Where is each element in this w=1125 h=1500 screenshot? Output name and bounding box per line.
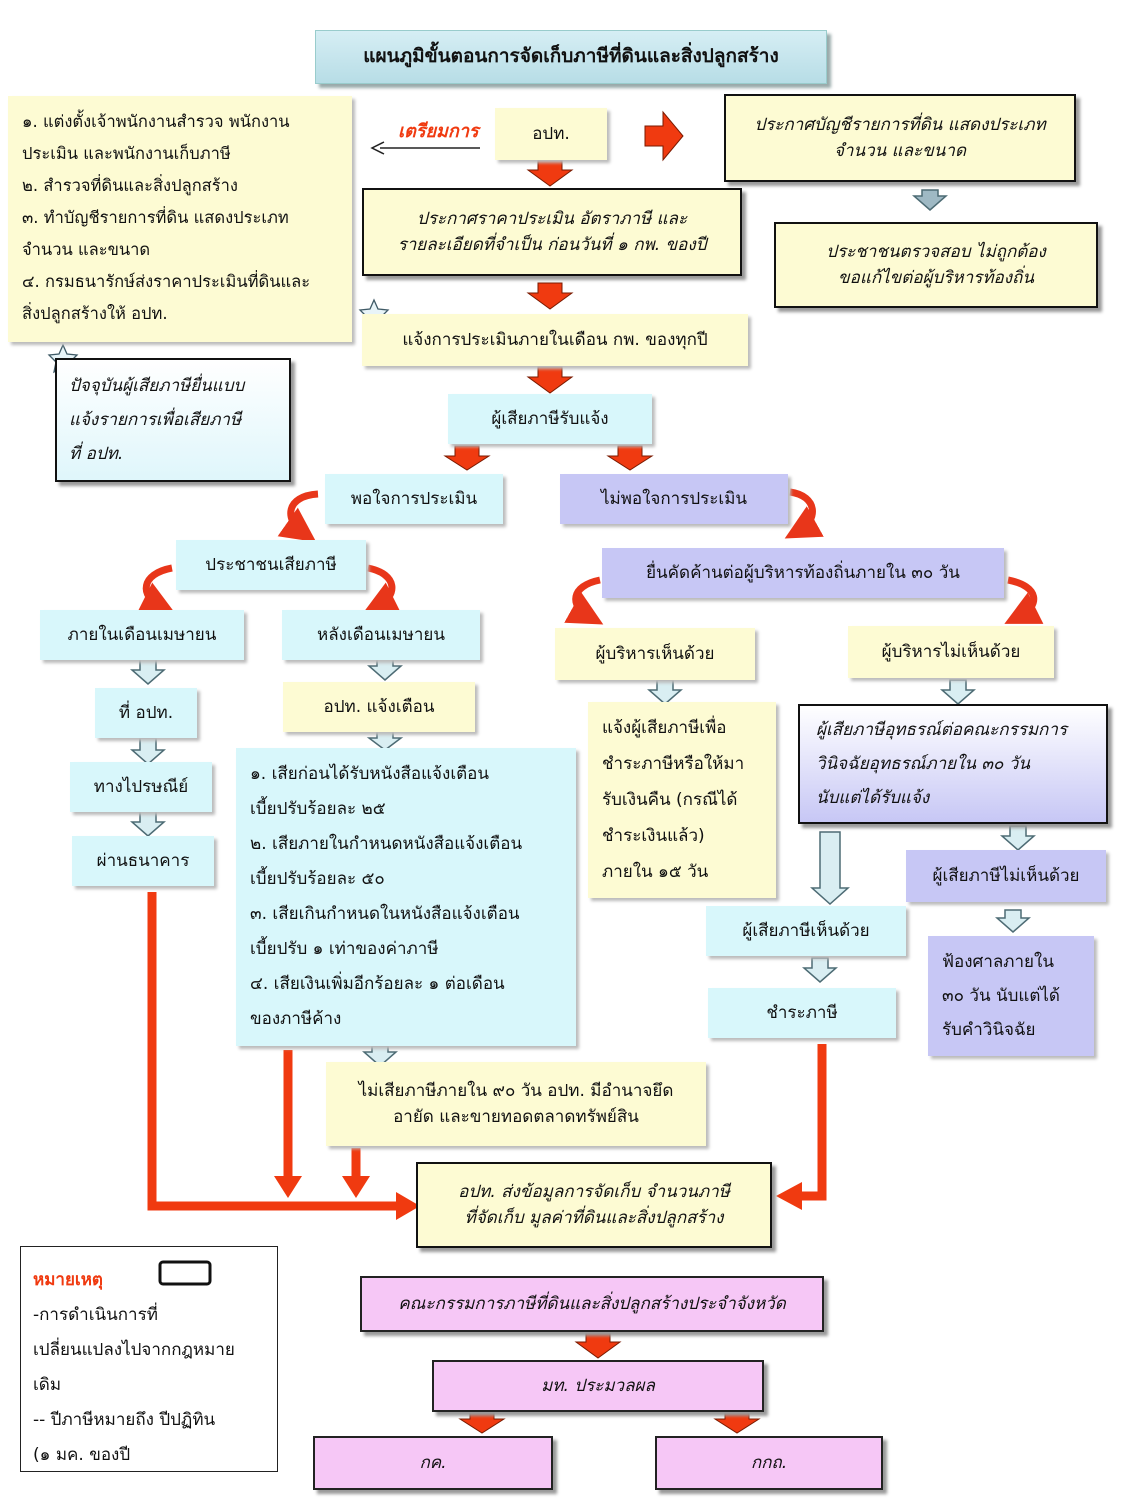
hollow-arrow (362, 1045, 398, 1067)
hollow-arrow (647, 679, 683, 705)
not-satisfied-box: ไม่พอใจการประเมิน (560, 474, 788, 524)
prep-item: ๑. แต่งตั้งเจ้าพนักงานสำรวจ พนักงาน (22, 112, 290, 131)
moi-box: มท. ประมวลผล (432, 1360, 764, 1412)
taxpayer-notified-box: ผู้เสียภาษีรับแจ้ง (448, 394, 652, 444)
down-arrows-red (443, 159, 761, 1434)
exec-agree-box: ผู้บริหารเห็นด้วย (555, 628, 755, 680)
opt-warn-box: อปท. แจ้งเตือน (283, 682, 475, 732)
post-box: ทางไปรษณีย์ (70, 762, 212, 812)
merge-line-bank (147, 892, 398, 1211)
curved-arrows (136, 488, 1044, 625)
within-april-box: ภายในเดือนเมษายน (40, 610, 244, 660)
curved-arrow (1004, 576, 1044, 624)
hollow-arrow (366, 729, 404, 751)
down-arrow (526, 282, 574, 310)
prep-item: จำนวน และขนาด (22, 240, 151, 259)
curved-arrow (362, 564, 402, 614)
down-arrows-hollow (130, 189, 1036, 1067)
down-arrow (606, 445, 654, 471)
remark-line: -การดำเนินการที่ (33, 1305, 158, 1325)
down-arrow (713, 1410, 761, 1434)
merge-line-pay (798, 1044, 827, 1201)
remark-box: หมายเหตุ -การดำเนินการที่ เปลี่ยนแปลงไปจ… (20, 1246, 278, 1472)
curved-arrow (784, 488, 824, 539)
exec-disagree-box: ผู้บริหารไม่เห็นด้วย (848, 626, 1054, 678)
pay-tax-box: ชำระภาษี (708, 988, 896, 1038)
tp-disagree-box: ผู้เสียภาษีไม่เห็นด้วย (906, 850, 1106, 902)
hollow-arrow (802, 957, 838, 983)
down-arrow (574, 1331, 622, 1359)
public-check-box: ประชาชนตรวจสอบ ไม่ถูกต้อง ขอแก้ไขต่อผู้บ… (774, 222, 1098, 308)
opt-top-box: อปท. (495, 108, 607, 160)
hollow-arrow (912, 189, 948, 211)
chart-title: แผนภูมิขั้นตอนการจัดเก็บภาษีที่ดินและสิ่… (315, 30, 827, 84)
merge-head (396, 1192, 420, 1220)
after-april-box: หลังเดือนเมษายน (282, 610, 480, 660)
refund-box: แจ้งผู้เสียภาษีเพื่อ ชำระภาษีหรือให้มา ร… (588, 702, 776, 898)
object-box: ยื่นคัดค้านต่อผู้บริหารท้องถิ่นภายใน ๓๐ … (602, 548, 1004, 598)
merge-head (776, 1182, 802, 1210)
committee-box: คณะกรรมการภาษีที่ดินและสิ่งปลูกสร้างประจ… (360, 1276, 824, 1332)
prep-item: สิ่งปลูกสร้างให้ อปท. (22, 304, 168, 323)
down-arrow (526, 159, 574, 187)
curved-arrow (277, 490, 319, 543)
penalty-list: ๑. เสียก่อนได้รับหนังสือแจ้งเตือน เบี้ยป… (236, 748, 576, 1046)
bank-box: ผ่านธนาคาร (72, 836, 214, 886)
prep-thin-arrow (370, 141, 480, 155)
curved-arrow (564, 576, 604, 625)
satisfied-box: พอใจการประเมิน (325, 474, 503, 524)
curved-arrow (136, 564, 176, 614)
prep-item: ๓. ทำบัญชีรายการที่ดิน แสดงประเภท (22, 208, 289, 227)
tp-agree-box: ผู้เสียภาษีเห็นด้วย (706, 906, 906, 956)
merge-head (274, 1176, 302, 1198)
remark-line: เดิม (33, 1375, 62, 1395)
right-block-arrow (644, 110, 684, 162)
opt-send-box: อปท. ส่งข้อมูลการจัดเก็บ จำนวนภาษี ที่จั… (416, 1162, 772, 1248)
down-arrow (443, 445, 491, 471)
public-pay-box: ประชาชนเสียภาษี (176, 540, 366, 590)
announce-price-box: ประกาศราคาประเมิน อัตราภาษี และ รายละเอี… (362, 188, 742, 276)
hollow-arrow (1000, 825, 1036, 851)
hollow-arrow (130, 809, 166, 837)
hollow-arrow (810, 831, 850, 906)
down-arrow (526, 366, 574, 394)
remark-line: เปลี่ยนแปลงไปจากกฎหมาย (33, 1340, 235, 1360)
merge-head (342, 1176, 370, 1198)
note-current-box: ปัจจุบันผู้เสียภาษียื่นแบบ แจ้งรายการเพื… (55, 358, 291, 482)
hollow-arrow (130, 737, 166, 765)
prep-item: ๒. สำรวจที่ดินและสิ่งปลูกสร้าง (22, 176, 238, 195)
remark-heading: หมายเหตุ (33, 1270, 103, 1290)
notify-assess-box: แจ้งการประเมินภายในเดือน กพ. ของทุกปี (362, 314, 748, 366)
prep-item: ประเมิน และพนักงานเก็บภาษี (22, 144, 231, 163)
announce-land-list: ประกาศบัญชีรายการที่ดิน แสดงประเภท จำนวน… (724, 94, 1076, 182)
merge-lines (147, 892, 827, 1211)
merge-heads (274, 1176, 802, 1220)
hollow-arrow (995, 909, 1031, 933)
at-opt-box: ที่ อปท. (95, 688, 197, 738)
sue-box: ฟ้องศาลภายใน ๓๐ วัน นับแต่ได้ รับคำวินิจ… (928, 936, 1094, 1056)
appeal-box: ผู้เสียภาษีอุทธรณ์ต่อคณะกรรมการ วินิจฉัย… (798, 704, 1108, 824)
remark-line: (๑ มค. ของปี (33, 1445, 131, 1465)
hollow-arrow (940, 679, 976, 705)
prep-list: ๑. แต่งตั้งเจ้าพนักงานสำรวจ พนักงาน ประเ… (8, 96, 352, 342)
remark-line: -- ปีภาษีหมายถึง ปีปฏิทิน (33, 1410, 216, 1430)
hollow-arrow (130, 657, 166, 685)
legend-sample-box (158, 1260, 212, 1286)
seize-box: ไม่เสียภาษีภายใน ๙๐ วัน อปท. มีอำนาจยึด … (326, 1062, 706, 1146)
prep-item: ๔. กรมธนารักษ์ส่งราคาประเมินที่ดินและ (22, 272, 311, 291)
down-arrow (458, 1410, 506, 1434)
kk-box: กค. (313, 1436, 553, 1490)
prep-label: เตรียมการ (398, 121, 479, 142)
kkth-box: กกถ. (655, 1436, 883, 1490)
